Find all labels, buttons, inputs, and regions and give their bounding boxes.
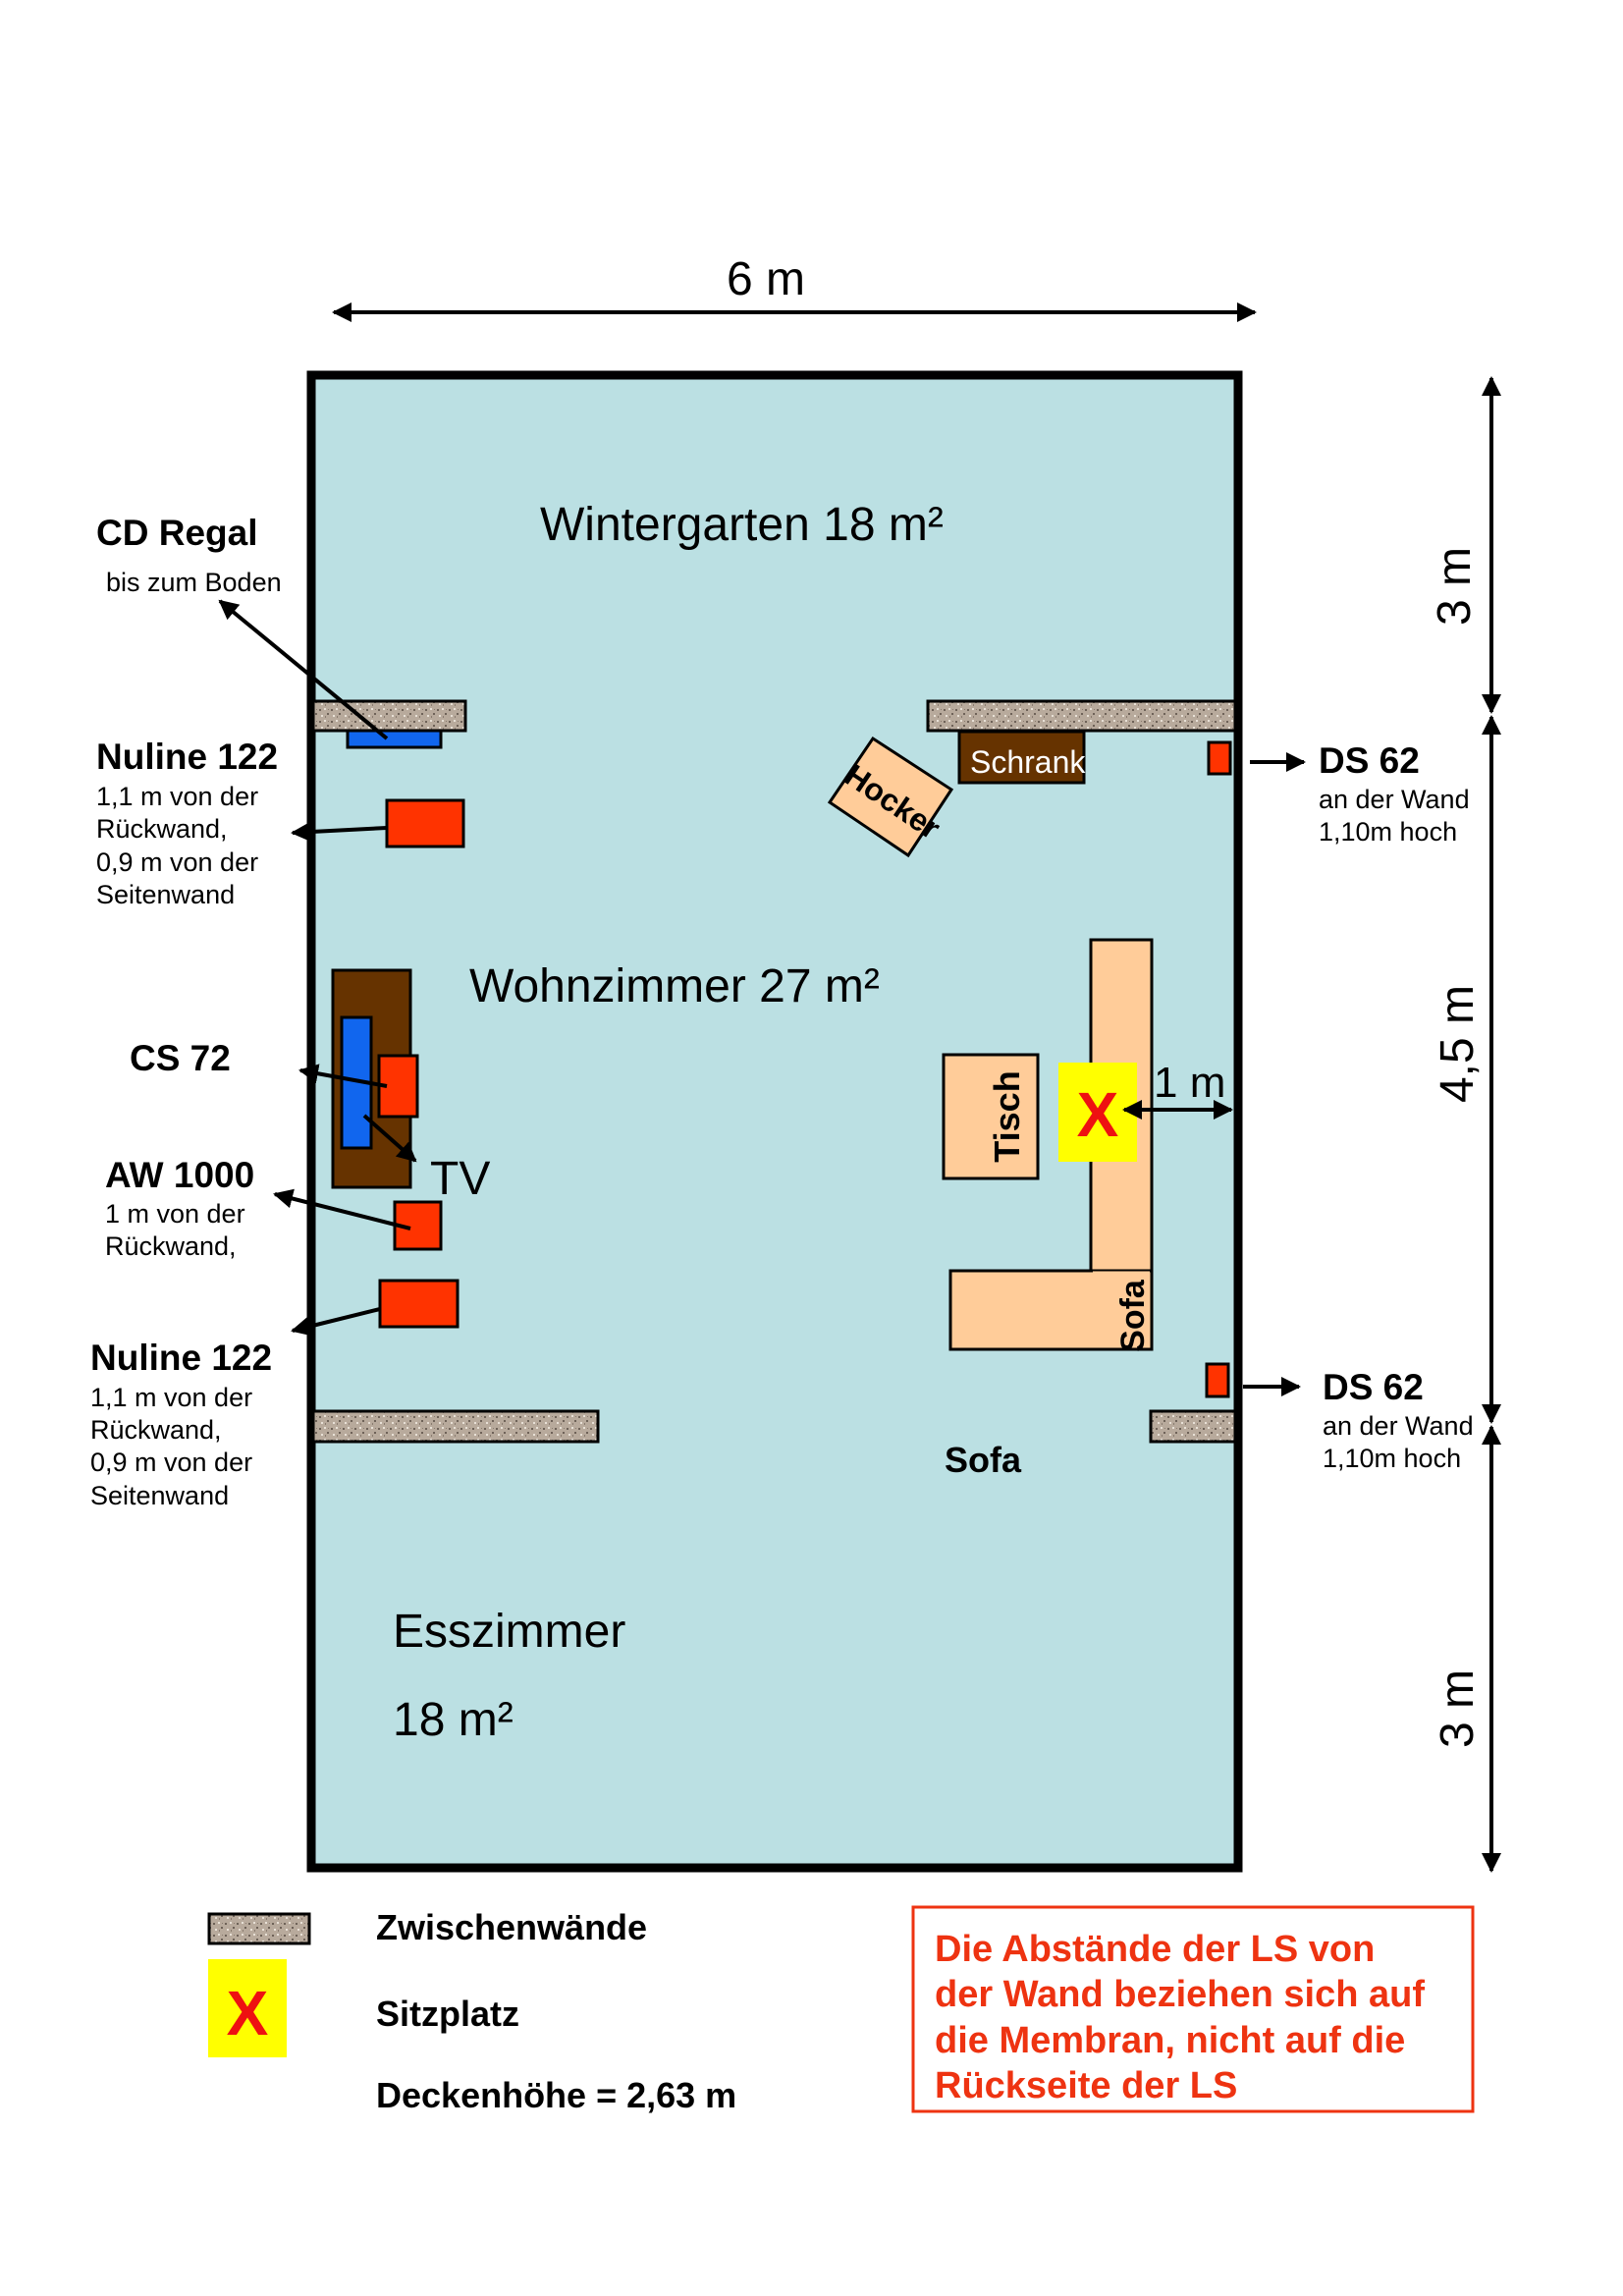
nuline-top-line: Rückwand, [96,814,228,844]
aw1000-line: Rückwand, [105,1231,237,1261]
nuline-top-line: 1,1 m von der [96,782,258,811]
cs72-pointer [298,1064,388,1088]
nuline-top-line: 0,9 m von der [96,847,258,877]
nuline-top-line: Seitenwand [96,880,235,909]
ds62-top-line: an der Wand [1319,785,1470,814]
ds62-top-title: DS 62 [1319,740,1420,781]
ds62-bottom-line: an der Wand [1323,1411,1474,1441]
subwoofer-aw-1000 [393,1200,443,1251]
legend-wall-swatch [207,1912,311,1945]
ceiling-height-label: Deckenhöhe = 2,63 m [376,2075,736,2115]
cd-shelf-pointer [218,599,389,740]
cabinet-label: Schrank [970,744,1086,780]
stool [827,736,954,858]
legend-seat-x: X [227,1978,269,2049]
nuline-bottom-line: 0,9 m von der [90,1448,252,1477]
nuline-bottom-line: Rückwand, [90,1415,222,1445]
legend-seat-label: Sitzplatz [376,1994,519,2034]
sofa-vertical-label: Sofa [1114,1279,1152,1352]
note-line: Die Abstände der LS von [935,1929,1375,1970]
nuline-bottom-title: Nuline 122 [90,1338,272,1378]
sofa-label: Sofa [945,1440,1022,1480]
nuline-bottom-line: Seitenwand [90,1481,229,1510]
cd-regal-title: CD Regal [96,513,257,553]
room-label-wintergarten: Wintergarten 18 m² [540,499,944,551]
table-label: Tisch [987,1070,1027,1162]
partition-wall-top-left [311,699,467,733]
cs72-title: CS 72 [130,1038,231,1078]
partition-wall-bottom-left [311,1409,600,1444]
ds62-bottom-title: DS 62 [1323,1367,1424,1407]
room-label-esszimmer: Esszimmer [393,1606,625,1658]
sofa-horizontal [948,1269,1154,1351]
nuline-bottom-line: 1,1 m von der [90,1383,252,1412]
speaker-nuline-122-top [385,798,465,848]
ds62-bottom-line: 1,10m hoch [1323,1444,1461,1473]
speaker-nuline-122-bottom [378,1279,460,1329]
aw1000-pointer [273,1188,411,1230]
width-dimension-label: 6 m [727,253,805,305]
partition-wall-top-right [926,699,1237,733]
tv-pointer [362,1114,417,1163]
speaker-ds-62-top [1207,740,1232,776]
table [942,1053,1040,1180]
nuline-bottom-pointer [291,1307,381,1337]
room-area-esszimmer: 18 m² [393,1694,514,1746]
ds62-top-line: 1,10m hoch [1319,817,1457,847]
cd-regal-note: bis zum Boden [106,568,282,597]
note-line: der Wand beziehen sich auf [935,1974,1425,2015]
speaker-ds-62-bottom [1205,1362,1230,1398]
note-line: Rückseite der LS [935,2065,1237,2106]
cabinet [957,730,1086,785]
note-line: die Membran, nicht auf die [935,2020,1405,2061]
aw1000-title: AW 1000 [105,1155,254,1195]
height-top-label: 3 m [1429,547,1481,626]
seat-distance-label: 1 m [1154,1059,1225,1107]
legend-seat-swatch [208,1959,287,2057]
partition-wall-bottom-right [1149,1409,1237,1444]
height-bottom-label: 3 m [1432,1669,1484,1748]
aw1000-line: 1 m von der [105,1199,245,1229]
nuline-top-pointer [291,822,388,843]
nuline-top-title: Nuline 122 [96,737,278,777]
seat-marker-x: X [1077,1079,1119,1150]
legend-walls-label: Zwischenwände [376,1907,647,1947]
tv-label: TV [430,1153,490,1205]
cd-shelf [346,729,443,749]
note-box [911,1905,1475,2113]
room-label-wohnzimmer: Wohnzimmer 27 m² [469,960,880,1012]
height-mid-label: 4,5 m [1432,985,1484,1103]
